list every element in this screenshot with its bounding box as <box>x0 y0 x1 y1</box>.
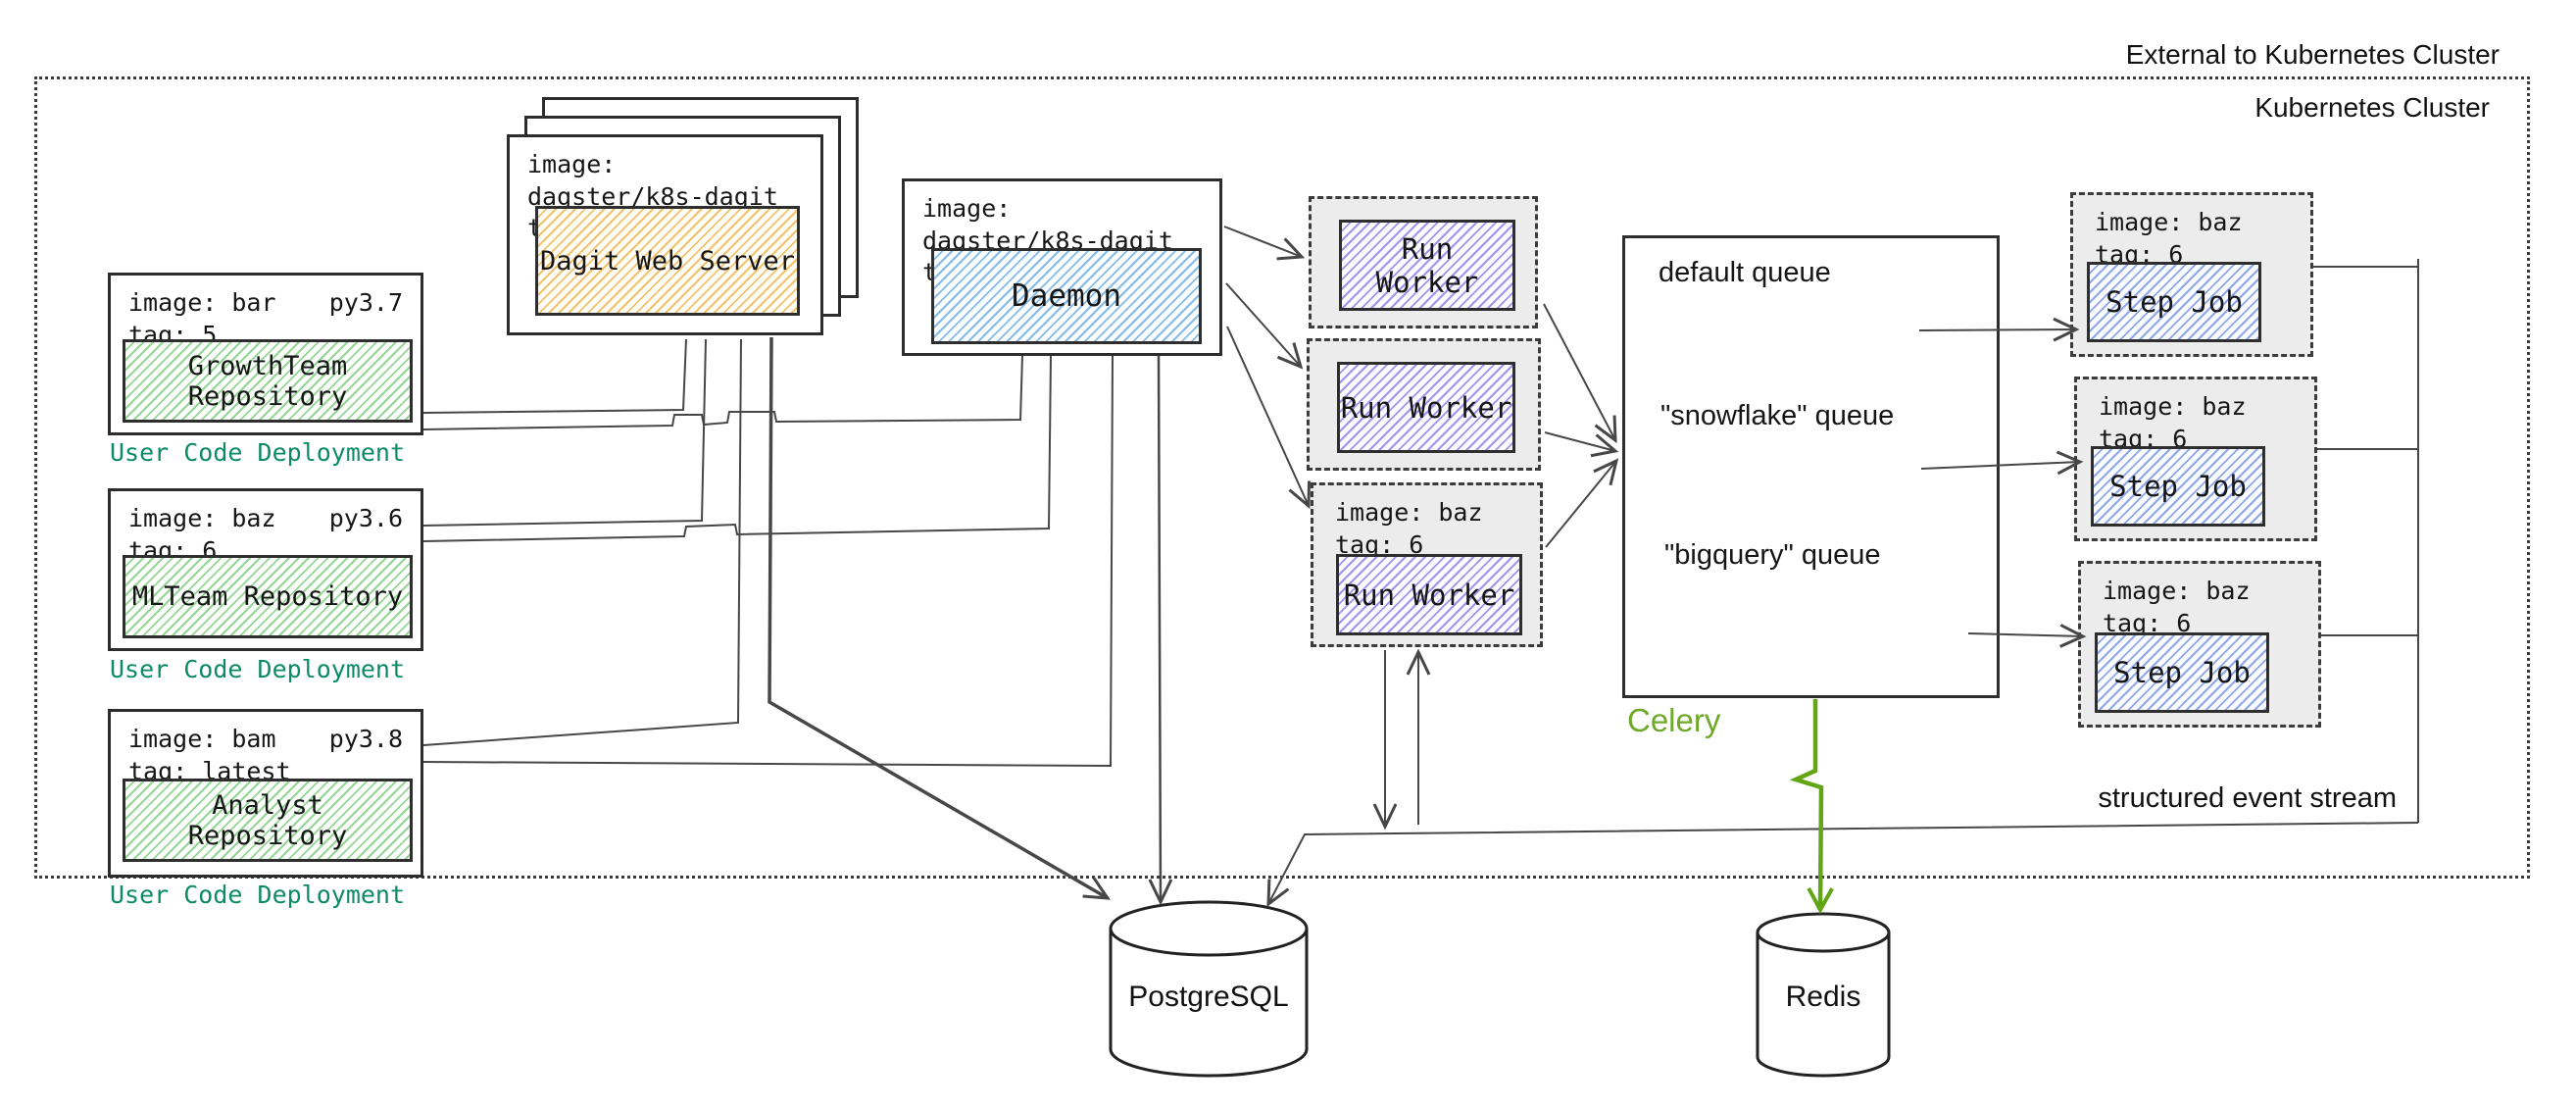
celery-label: Celery <box>1627 702 1721 738</box>
postgresql-label: PostgreSQL <box>1128 981 1289 1013</box>
run-worker-box-2: Run Worker <box>1337 362 1515 453</box>
celery-section-box <box>1622 235 2000 698</box>
run-worker-3-image: image: baz <box>1335 498 1483 527</box>
repo1-image: image: bar <box>128 288 276 317</box>
kubernetes-cluster-label: Kubernetes Cluster <box>2254 92 2490 123</box>
repo2-python-version: py3.6 <box>328 504 403 532</box>
run-worker-pod-2: Run Worker <box>1307 338 1541 471</box>
repo1-python-version: py3.7 <box>328 288 403 317</box>
repo1-name: GrowthTeam Repository <box>187 350 348 412</box>
step-job-box-2: Step Job <box>2091 446 2265 527</box>
step-job-pod-3: image: baz tag: 6 Step Job <box>2078 561 2321 728</box>
dagit-name: Dagit Web Server <box>539 245 796 277</box>
run-worker-1-label: Run Worker <box>1375 231 1479 299</box>
run-worker-pod-1: Run Worker <box>1309 196 1538 328</box>
step-job-3-label: Step Job <box>2113 656 2251 689</box>
repo3-python-version: py3.8 <box>328 725 403 753</box>
step-job-2-label: Step Job <box>2109 470 2247 503</box>
repo2-caption: User Code Deployment <box>110 655 406 683</box>
analyst-repository-box: Analyst Repository <box>123 779 413 862</box>
run-worker-box-1: Run Worker <box>1339 220 1515 311</box>
bigquery-queue-label: "bigquery" queue <box>1664 539 1881 571</box>
step-job-3-tag: tag: 6 <box>2103 608 2192 637</box>
step-job-box-1: Step Job <box>2087 262 2261 342</box>
default-queue-label: default queue <box>1659 257 1831 288</box>
step-job-pod-2: image: baz tag: 6 Step Job <box>2074 377 2317 541</box>
growthteam-repository-box: GrowthTeam Repository <box>123 339 413 423</box>
step-job-pod-1: image: baz tag: 6 Step Job <box>2070 192 2313 357</box>
redis-label: Redis <box>1785 981 1861 1013</box>
repo2-name: MLTeam Repository <box>131 581 404 612</box>
daemon-name: Daemon <box>1012 278 1121 314</box>
mlteam-repository-box: MLTeam Repository <box>123 555 413 638</box>
step-job-1-label: Step Job <box>2105 285 2243 319</box>
dagit-web-server-card: image: dagster/k8s-dagit tag: 0.11.0 Dag… <box>507 134 823 335</box>
daemon-box: Daemon <box>931 248 1202 344</box>
step-job-3-image: image: baz <box>2103 577 2251 605</box>
external-cluster-label: External to Kubernetes Cluster <box>2125 39 2500 70</box>
dagit-web-server-box: Dagit Web Server <box>535 206 800 316</box>
repo1-caption: User Code Deployment <box>110 438 406 467</box>
run-worker-2-label: Run Worker <box>1340 390 1512 425</box>
step-job-box-3: Step Job <box>2095 632 2269 713</box>
step-job-1-image: image: baz <box>2095 208 2243 236</box>
repo3-name: Analyst Repository <box>187 789 348 851</box>
step-job-2-image: image: baz <box>2099 392 2247 421</box>
daemon-card: image: dagster/k8s-dagit tag: 0.11.0 Dae… <box>902 178 1222 356</box>
run-worker-pod-3: image: baz tag: 6 Run Worker <box>1311 482 1543 647</box>
run-worker-3-label: Run Worker <box>1343 578 1515 612</box>
repo2-image: image: baz <box>128 504 276 532</box>
daemon-image: image: dagster/k8s-dagit <box>922 194 1173 255</box>
run-worker-box-3: Run Worker <box>1336 554 1522 635</box>
event-stream-label: structured event stream <box>2098 782 2397 814</box>
snowflake-queue-label: "snowflake" queue <box>1660 400 1895 431</box>
repo3-caption: User Code Deployment <box>110 881 406 909</box>
run-worker-3-tag: tag: 6 <box>1335 529 1424 559</box>
dagit-image: image: dagster/k8s-dagit <box>527 150 778 211</box>
repo3-image: image: bam <box>128 725 276 753</box>
